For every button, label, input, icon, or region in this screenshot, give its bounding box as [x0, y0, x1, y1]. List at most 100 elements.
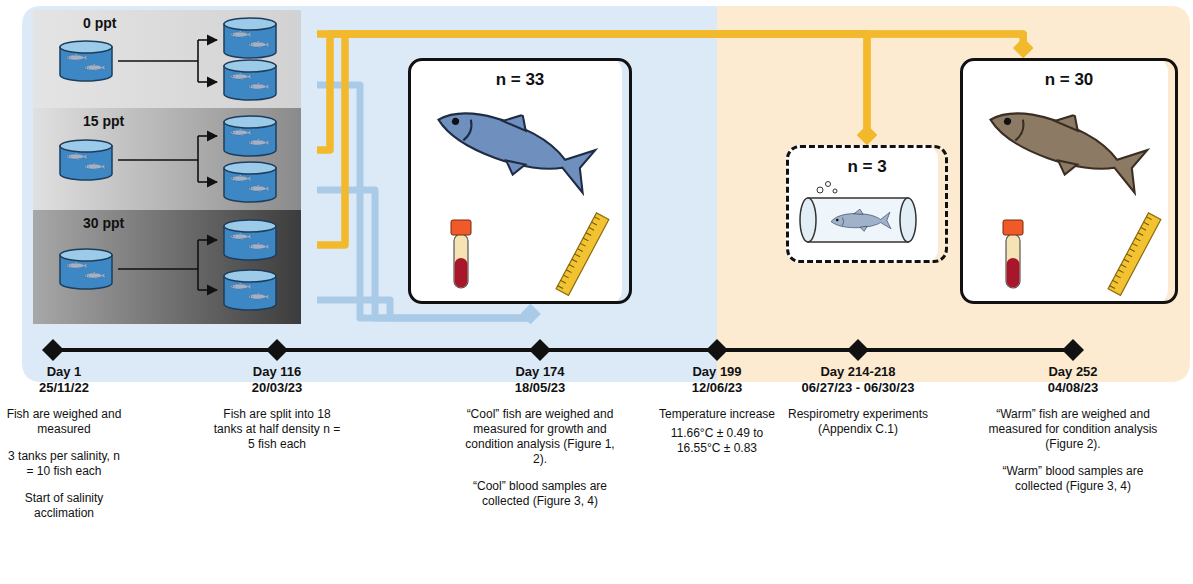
respirometer [833, 189, 837, 193]
cool-fish [429, 88, 600, 199]
sample-box: n = 3 [786, 145, 948, 263]
cool-fish [429, 88, 600, 199]
timeline-date: Day 174 [459, 364, 621, 380]
timeline-date: 12/06/23 [653, 380, 781, 396]
fish-tank [60, 18, 276, 310]
timeline [847, 339, 869, 361]
respirometer [800, 198, 816, 242]
ruler [556, 213, 609, 296]
background-panel [717, 6, 1190, 382]
salinity-band-fill [33, 108, 301, 210]
split-arrow [118, 136, 198, 182]
sample-box: n = 30 [960, 58, 1178, 304]
fish-tank [224, 162, 276, 202]
timeline-date: 25/11/22 [3, 380, 125, 396]
timeline [266, 339, 288, 361]
warm-fish [981, 88, 1152, 199]
timeline-note: 11.66°C ± 0.49 to 16.55°C ± 0.83 [669, 426, 765, 456]
background-panel [22, 6, 717, 382]
timeline [42, 339, 1084, 361]
timeline-note: “Warm” blood samples are collected (Figu… [988, 464, 1158, 494]
fish-tank [224, 18, 276, 58]
salinity-label: 15 ppt [33, 108, 317, 129]
timeline [706, 339, 728, 361]
timeline-date: 18/05/23 [459, 380, 621, 396]
timeline-note: Respirometry experiments (Appendix C.1) [785, 407, 931, 437]
timeline-date: Day 1 [3, 364, 125, 380]
timeline-note: “Warm” fish are weighed and measured for… [988, 407, 1158, 452]
split-arrow [198, 81, 217, 83]
fish-tank [224, 270, 276, 310]
timeline-date: 04/08/23 [988, 380, 1158, 396]
box-fill [408, 58, 1168, 304]
timeline-date: Day 252 [988, 364, 1158, 380]
box-fill [960, 58, 1168, 304]
salinity-label: 30 ppt [33, 210, 317, 231]
fish-tank [60, 140, 112, 180]
timeline-date: 06/27/23 - 06/30/23 [785, 380, 931, 396]
sample-size: n = 30 [963, 61, 1175, 90]
sample-kit [451, 213, 609, 296]
respirometer [900, 198, 916, 242]
timeline-note: “Cool” blood samples are collected (Figu… [459, 479, 621, 509]
flow-line [317, 34, 867, 137]
timeline [42, 339, 64, 361]
blood-tube [454, 234, 468, 288]
split-arrow [198, 289, 217, 291]
timeline-note: Fish are weighed and measured [3, 407, 125, 437]
timeline-note: 3 tanks per salinity, n = 10 fish each [3, 449, 125, 479]
timeline-note: Start of salinity acclimation [3, 491, 125, 521]
fish-tank [224, 60, 276, 100]
fish-tank [60, 249, 112, 289]
split-arrow [198, 135, 217, 137]
ruler [560, 216, 598, 288]
warm-fish [981, 88, 1152, 199]
salinity-band-fill [33, 210, 301, 324]
salinity-band-fill [33, 10, 301, 324]
sample-size: n = 3 [789, 148, 945, 177]
split-arrow [118, 240, 198, 290]
timeline [53, 348, 1073, 352]
timeline-date: Day 116 [212, 364, 342, 380]
ruler [556, 213, 609, 296]
respirometer [831, 209, 891, 231]
sample-size: n = 33 [411, 61, 629, 90]
salinity-band: 15 ppt [33, 108, 317, 210]
respirometer [817, 187, 823, 193]
blood-tube [451, 220, 471, 288]
split-arrow [118, 40, 217, 290]
blood-tube [451, 220, 471, 235]
timeline-date: Day 199 [653, 364, 781, 380]
timeline-note: Fish are split into 18 tanks at half den… [212, 407, 342, 452]
salinity-label: 0 ppt [33, 10, 317, 31]
split-arrow [198, 39, 217, 41]
fish-tank [224, 116, 276, 156]
flow-line [317, 85, 531, 318]
fish-tank [60, 41, 112, 81]
flow-line [317, 34, 867, 245]
timeline-note: Temperature increase [653, 407, 781, 422]
respirometer [808, 198, 908, 242]
salinity-band: 0 ppt [33, 10, 317, 108]
flow-line [317, 190, 531, 318]
respirometer [826, 182, 831, 187]
timeline-note: “Cool” fish are weighed and measured for… [459, 407, 621, 467]
flow-line [317, 34, 1023, 245]
sample-box: n = 33 [408, 58, 632, 304]
timeline-date: 20/03/23 [212, 380, 342, 396]
timeline [529, 339, 551, 361]
split-arrow [198, 181, 217, 183]
box-fill [408, 58, 622, 304]
salinity-band-fill [33, 10, 301, 108]
salinity-band: 30 ppt [33, 210, 317, 324]
split-arrow [118, 40, 198, 82]
respirometer [800, 182, 916, 243]
blood-tube [455, 258, 468, 287]
background-panel [22, 6, 1190, 382]
flow-line [317, 34, 1023, 150]
timeline-date: Day 214-218 [785, 364, 931, 380]
flow-line [317, 34, 867, 150]
timeline [1062, 339, 1084, 361]
sample-kit [1003, 213, 1161, 296]
